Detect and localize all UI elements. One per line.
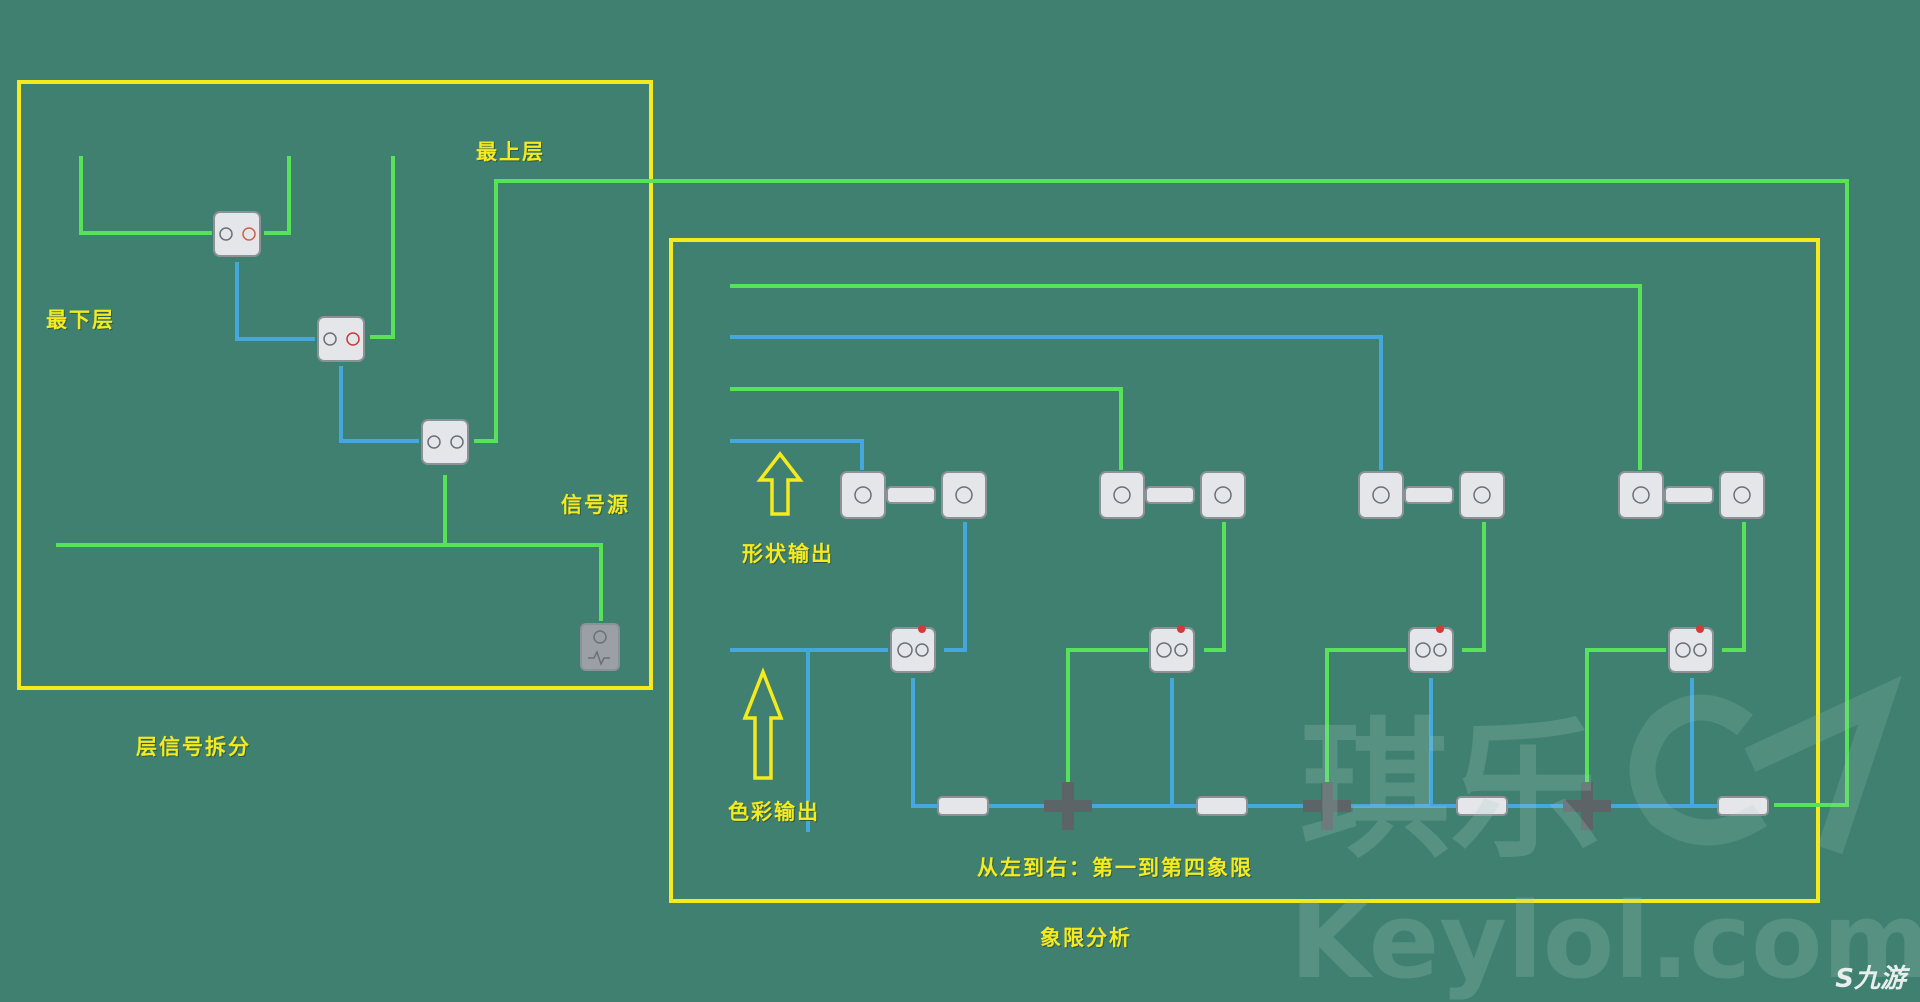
- component-glyphs: [219, 227, 1751, 666]
- brand-text: 九游: [1853, 964, 1906, 994]
- green-wires: [56, 156, 1849, 807]
- watermark-logo: [1629, 675, 1902, 855]
- quadrant-analysis-frame: [669, 238, 1820, 903]
- color-output-arrow: [742, 667, 784, 780]
- shape-output-label: 形状输出: [742, 542, 834, 566]
- layer-split-frame: [17, 80, 653, 690]
- brand-mark: S九游: [1835, 958, 1906, 995]
- quadrant-note-label: 从左到右：第一到第四象限: [977, 856, 1253, 880]
- quadrant-analysis-title: 象限分析: [1040, 926, 1132, 950]
- bottom-layer-label: 最下层: [46, 308, 115, 332]
- analyzer-red-markers: [918, 625, 1704, 633]
- brand-icon: S: [1835, 964, 1854, 994]
- layer-split-title: 层信号拆分: [136, 735, 251, 759]
- signal-source-label: 信号源: [561, 493, 630, 517]
- components: [213, 211, 1769, 816]
- wire-bridges: [1044, 782, 1611, 830]
- shape-output-arrow: [756, 451, 804, 516]
- top-layer-label: 最上层: [476, 140, 545, 164]
- color-output-label: 色彩输出: [728, 800, 820, 824]
